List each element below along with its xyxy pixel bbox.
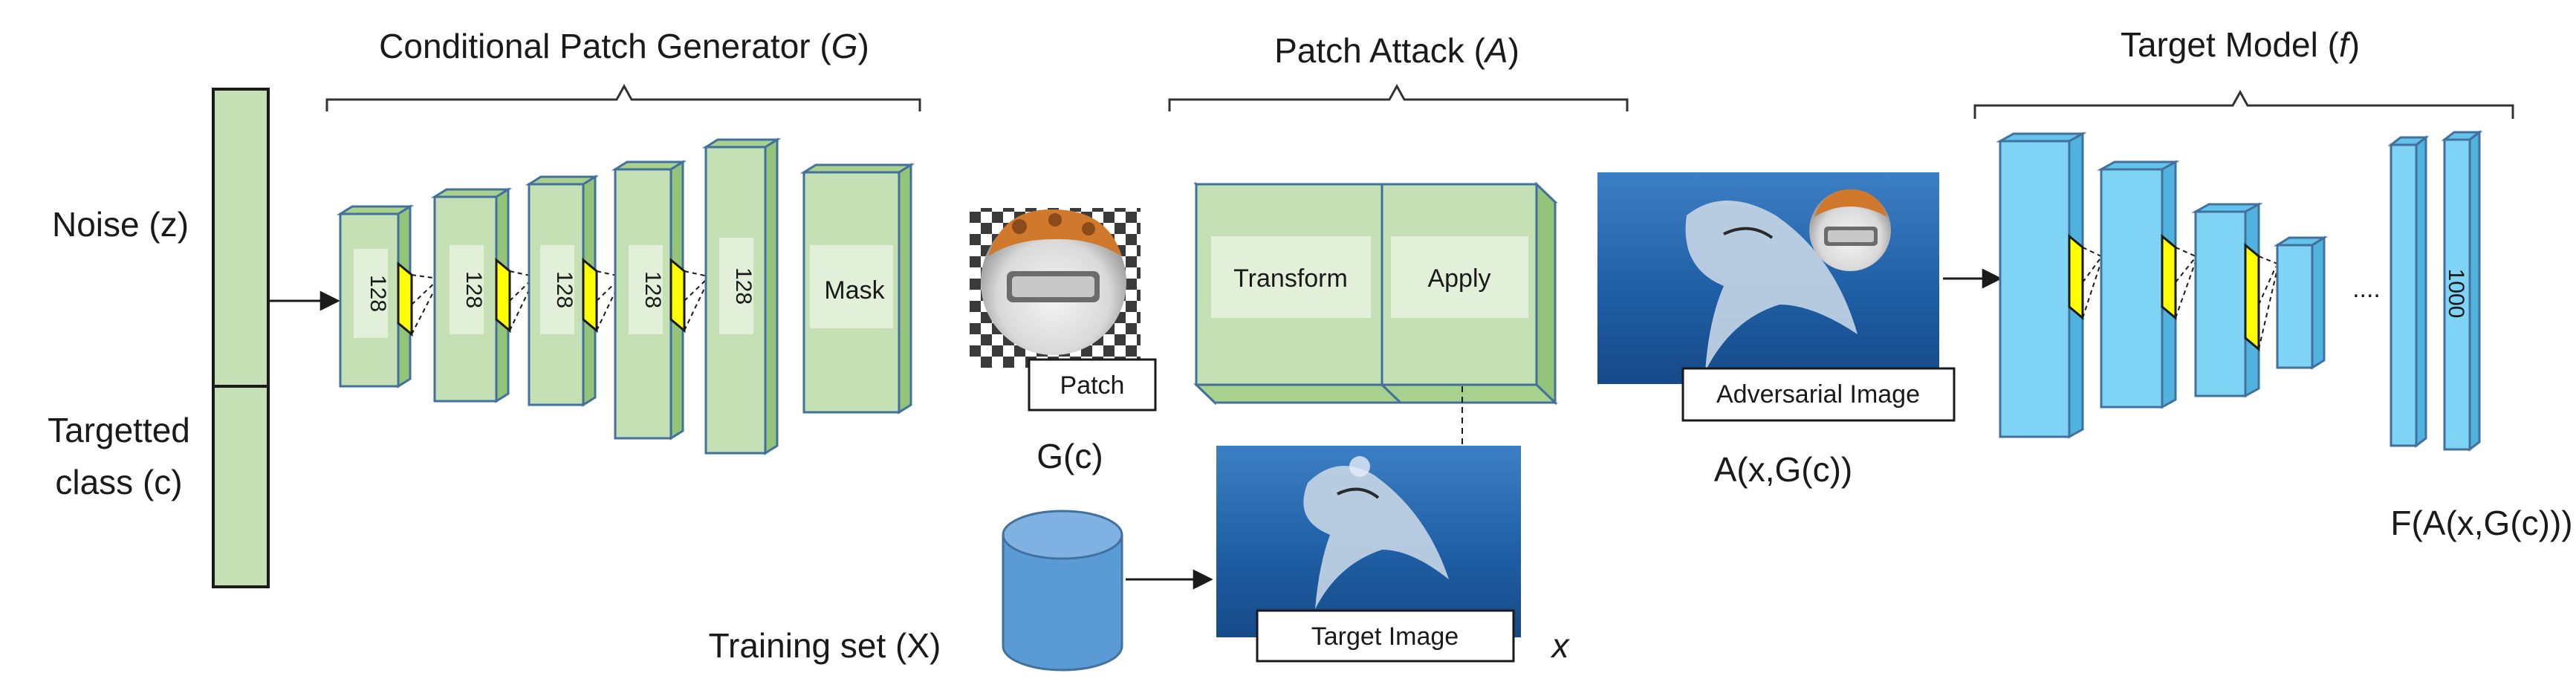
class-label-line2: class (c) bbox=[55, 463, 182, 501]
target-image bbox=[1216, 446, 1521, 637]
classifier-layer-1 bbox=[1996, 131, 2102, 439]
target-header: Target Model (f) bbox=[2121, 25, 2360, 64]
mask-layer: Mask bbox=[799, 163, 915, 414]
patch-label-box bbox=[1028, 358, 1157, 412]
target-brace bbox=[1973, 89, 2514, 119]
generator-layer-4-label: 128 bbox=[640, 271, 665, 308]
patch-image bbox=[970, 208, 1141, 368]
generator-layer-5: 128 bbox=[701, 137, 782, 455]
generator-header: Conditional Patch Generator (G) bbox=[379, 27, 869, 65]
patch-formula: G(c) bbox=[1036, 437, 1103, 475]
layers-ellipsis: .... bbox=[2352, 275, 2381, 303]
noise-label: Noise (z) bbox=[52, 205, 189, 244]
classifier-output-layer: 1000 bbox=[2441, 129, 2483, 452]
generator-layer-1: 128 bbox=[336, 204, 439, 388]
noise-vector bbox=[212, 88, 270, 388]
generator-layer-3-label: 128 bbox=[552, 271, 577, 308]
transform-block: Transform bbox=[1193, 181, 1404, 406]
mask-label: Mask bbox=[824, 276, 885, 305]
generator-layer-2: 128 bbox=[430, 187, 534, 403]
class-label-line1: Targetted bbox=[48, 411, 190, 449]
generator-layer-2-label: 128 bbox=[461, 271, 486, 308]
adversarial-label-box bbox=[1681, 367, 1956, 422]
output-units-label: 1000 bbox=[2444, 269, 2468, 319]
apply-label: Apply bbox=[1427, 264, 1490, 293]
generator-layer-1-label: 128 bbox=[366, 275, 390, 312]
classifier-layer-2 bbox=[2097, 160, 2196, 409]
classifier-fc-layer bbox=[2387, 134, 2430, 449]
apply-block: Apply bbox=[1379, 181, 1558, 406]
classifier-layer-4 bbox=[2273, 235, 2329, 370]
class-vector bbox=[212, 385, 270, 588]
adversarial-formula: A(x,G(c)) bbox=[1714, 450, 1853, 489]
patch-label: Patch bbox=[1060, 371, 1125, 400]
target-image-label: Target Image bbox=[1311, 622, 1459, 651]
attack-brace bbox=[1168, 83, 1629, 111]
training-set-cylinder bbox=[1002, 510, 1123, 672]
transform-label: Transform bbox=[1233, 264, 1348, 293]
target-image-label-box bbox=[1256, 609, 1515, 663]
output-formula: F(A(x,G(c))) bbox=[2390, 504, 2572, 542]
training-set-label: Training set (X) bbox=[709, 626, 941, 665]
generator-layer-4: 128 bbox=[611, 160, 709, 440]
generator-brace bbox=[325, 83, 921, 111]
x-symbol: x bbox=[1551, 626, 1571, 665]
classifier-layer-3 bbox=[2191, 202, 2278, 398]
generator-layer-3: 128 bbox=[525, 175, 621, 407]
attack-header: Patch Attack (A) bbox=[1274, 31, 1519, 70]
generator-layer-5-label: 128 bbox=[731, 267, 756, 305]
adversarial-image bbox=[1597, 172, 1939, 384]
adversarial-label: Adversarial Image bbox=[1716, 380, 1920, 409]
